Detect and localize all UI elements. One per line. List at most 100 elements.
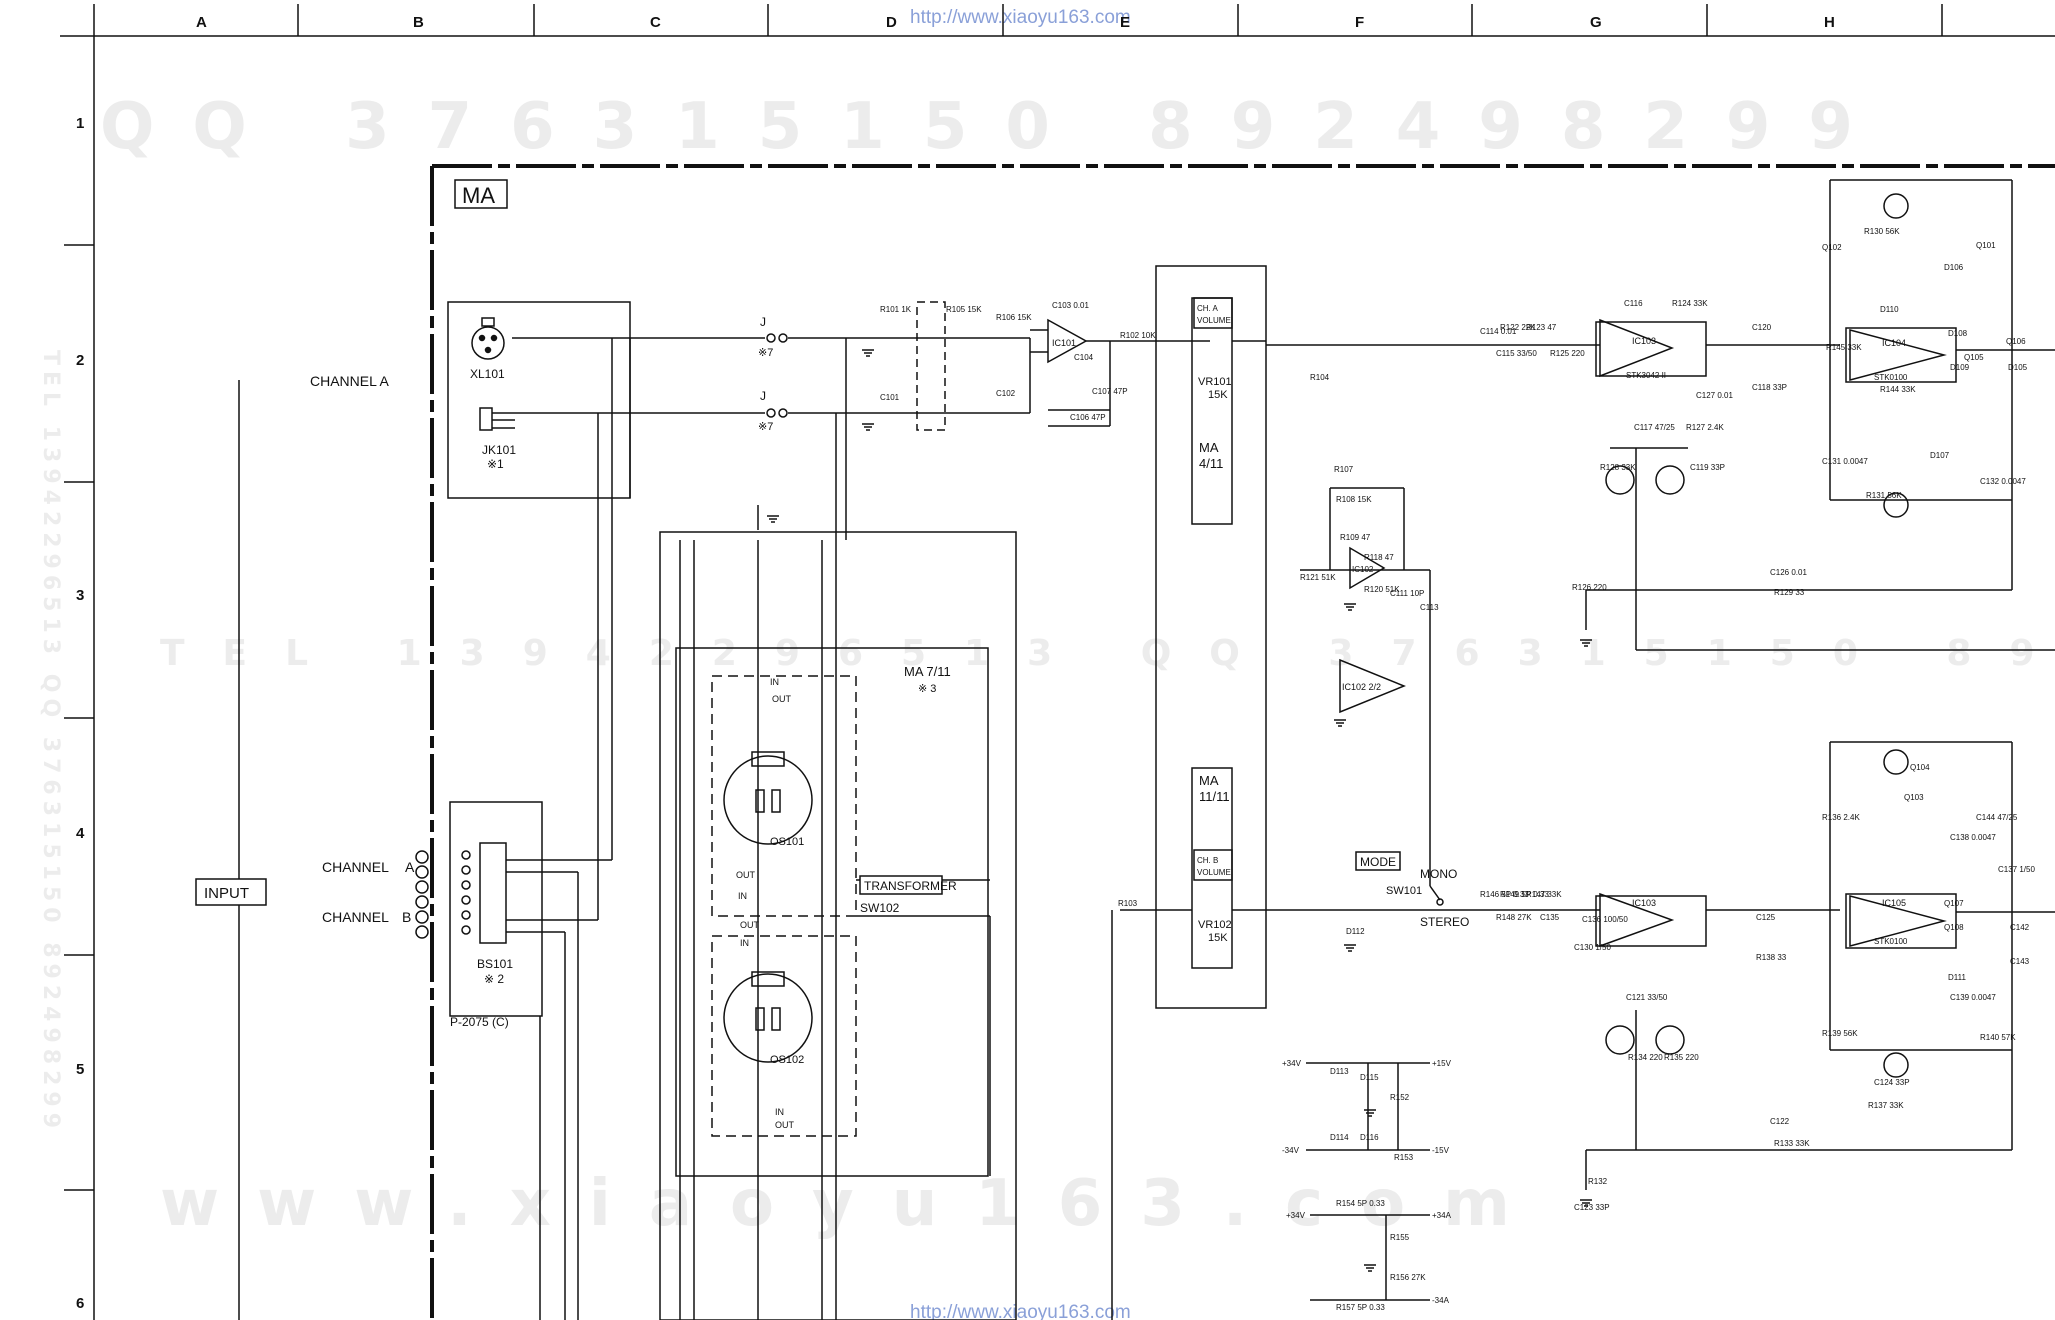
watermark-side: TEL 13942296513 QQ 376315150 892498299 <box>38 350 63 1134</box>
part-label: D116 <box>1360 1133 1379 1142</box>
column-label-e: E <box>1120 14 1130 31</box>
part-label: C126 0.01 <box>1770 568 1807 577</box>
os101-label: OS101 <box>770 836 804 848</box>
column-label-h: H <box>1824 14 1835 31</box>
part-label: Q106 <box>2006 337 2026 346</box>
ic105-chip: STK0100 <box>1874 937 1908 946</box>
column-label-c: C <box>650 14 661 31</box>
part-label: C138 0.0047 <box>1950 833 1996 842</box>
sw102-label: SW102 <box>860 901 900 915</box>
part-label: C144 47/25 <box>1976 813 2018 822</box>
power-amp-channel-b <box>1472 741 2055 1190</box>
transformer-section <box>659 338 1017 1320</box>
ch-b-volume-line1: CH. B <box>1197 856 1218 865</box>
part-label: Q103 <box>1904 793 1924 802</box>
part-label: R106 15K <box>996 313 1032 322</box>
part-label: R135 220 <box>1664 1053 1699 1062</box>
rail-m34a: -34A <box>1432 1296 1450 1305</box>
vr101-value: 15K <box>1208 389 1228 401</box>
part-label: R136 2.4K <box>1822 813 1860 822</box>
row-label-5: 5 <box>76 1061 84 1078</box>
part-label: R102 10K <box>1120 331 1156 340</box>
rail-p15v: +15V <box>1432 1059 1452 1068</box>
ch-b-volume-line2: VOLUME <box>1197 868 1231 877</box>
part-label: C136 100/50 <box>1582 915 1628 924</box>
part-label: R130 56K <box>1864 227 1900 236</box>
part-label: R120 51K <box>1364 585 1400 594</box>
part-label: R153 <box>1394 1153 1414 1162</box>
part-label: R129 33 <box>1774 588 1805 597</box>
part-label: D112 <box>1346 927 1365 936</box>
volume-block <box>1111 265 1472 1320</box>
part-label: C119 33P <box>1690 463 1725 472</box>
part-label: Q101 <box>1976 241 1996 250</box>
ic101-label: IC101 <box>1052 338 1076 348</box>
ic105-label: IC105 <box>1882 898 1906 908</box>
channel-b-letter: B <box>402 909 411 925</box>
jumper-j-top: J <box>760 315 766 329</box>
part-label: R138 33 <box>1756 953 1787 962</box>
transformer-label: TRANSFORMER <box>864 879 957 893</box>
part-label: R121 51K <box>1300 573 1336 582</box>
ic104-chip: STK0100 <box>1874 373 1908 382</box>
part-label: Q104 <box>1910 763 1930 772</box>
part-label: Q108 <box>1944 923 1964 932</box>
part-label: R131 56K <box>1866 491 1902 500</box>
part-label: C102 <box>996 389 1016 398</box>
ma-11-11-line1: MA <box>1199 773 1219 788</box>
part-label: R132 <box>1588 1177 1608 1186</box>
ma-7-11-label: MA 7/11 <box>904 664 951 679</box>
sw102-out-1: OUT <box>772 694 792 704</box>
vr101-label: VR101 <box>1198 376 1232 388</box>
part-label: C113 <box>1420 603 1439 612</box>
ic103-b-label: IC103 <box>1632 898 1656 908</box>
jk101-note: ※1 <box>487 457 504 471</box>
part-label: R137 33K <box>1868 1101 1904 1110</box>
rail-p34v-1: +34V <box>1282 1059 1302 1068</box>
part-label: C107 47P <box>1092 387 1128 396</box>
jumper-k7-bottom: ※7 <box>758 421 773 433</box>
part-label: D114 <box>1330 1133 1349 1142</box>
part-label: R118 47 <box>1364 553 1394 562</box>
part-label: R144 33K <box>1880 385 1916 394</box>
part-label: R128 33K <box>1600 463 1636 472</box>
part-label: C104 <box>1074 353 1094 362</box>
part-label: R126 220 <box>1572 583 1607 592</box>
part-label: R109 47 <box>1340 533 1371 542</box>
watermark-www: www.xiaoyu163.com <box>160 1167 1548 1241</box>
input-bracket <box>195 380 267 1320</box>
part-label: R148 27K <box>1496 913 1532 922</box>
part-label: R123 47 <box>1526 323 1557 332</box>
part-label: R147 33K <box>1526 890 1562 899</box>
part-label: D110 <box>1880 305 1899 314</box>
xl101-label: XL101 <box>470 367 505 381</box>
connector-box-xl-jk <box>447 301 631 499</box>
part-label: C122 <box>1770 1117 1790 1126</box>
jumper-k7-top: ※7 <box>758 347 773 359</box>
ma-board-outline <box>430 164 2055 1320</box>
transformer-tag <box>859 875 943 895</box>
column-ruler <box>60 4 2055 1320</box>
part-label: R146 5P 0.33 <box>1480 890 1529 899</box>
part-label: C125 <box>1756 913 1776 922</box>
part-label: Q107 <box>1944 899 1964 908</box>
channel-a-letter: A <box>405 859 415 875</box>
part-label: C139 0.0047 <box>1950 993 1996 1002</box>
part-label: Q102 <box>1822 243 1842 252</box>
sw102-out-4: OUT <box>775 1120 795 1130</box>
part-label: D108 <box>1948 329 1968 338</box>
part-label: C143 <box>2010 957 2030 966</box>
bs101-label: BS101 <box>477 957 513 971</box>
input-label: INPUT <box>204 885 249 902</box>
watermark-url-top: http://www.xiaoyu163.com <box>910 7 1131 28</box>
ma-board-name: MA <box>462 183 495 208</box>
part-label: D115 <box>1360 1073 1379 1082</box>
sw102-out-2: OUT <box>736 870 756 880</box>
part-label: C124 33P <box>1874 1078 1910 1087</box>
part-label: R122 22K <box>1500 323 1536 332</box>
part-label: C130 1/50 <box>1574 943 1611 952</box>
part-label: R156 27K <box>1390 1273 1426 1282</box>
jumper-j-bottom: J <box>760 389 766 403</box>
